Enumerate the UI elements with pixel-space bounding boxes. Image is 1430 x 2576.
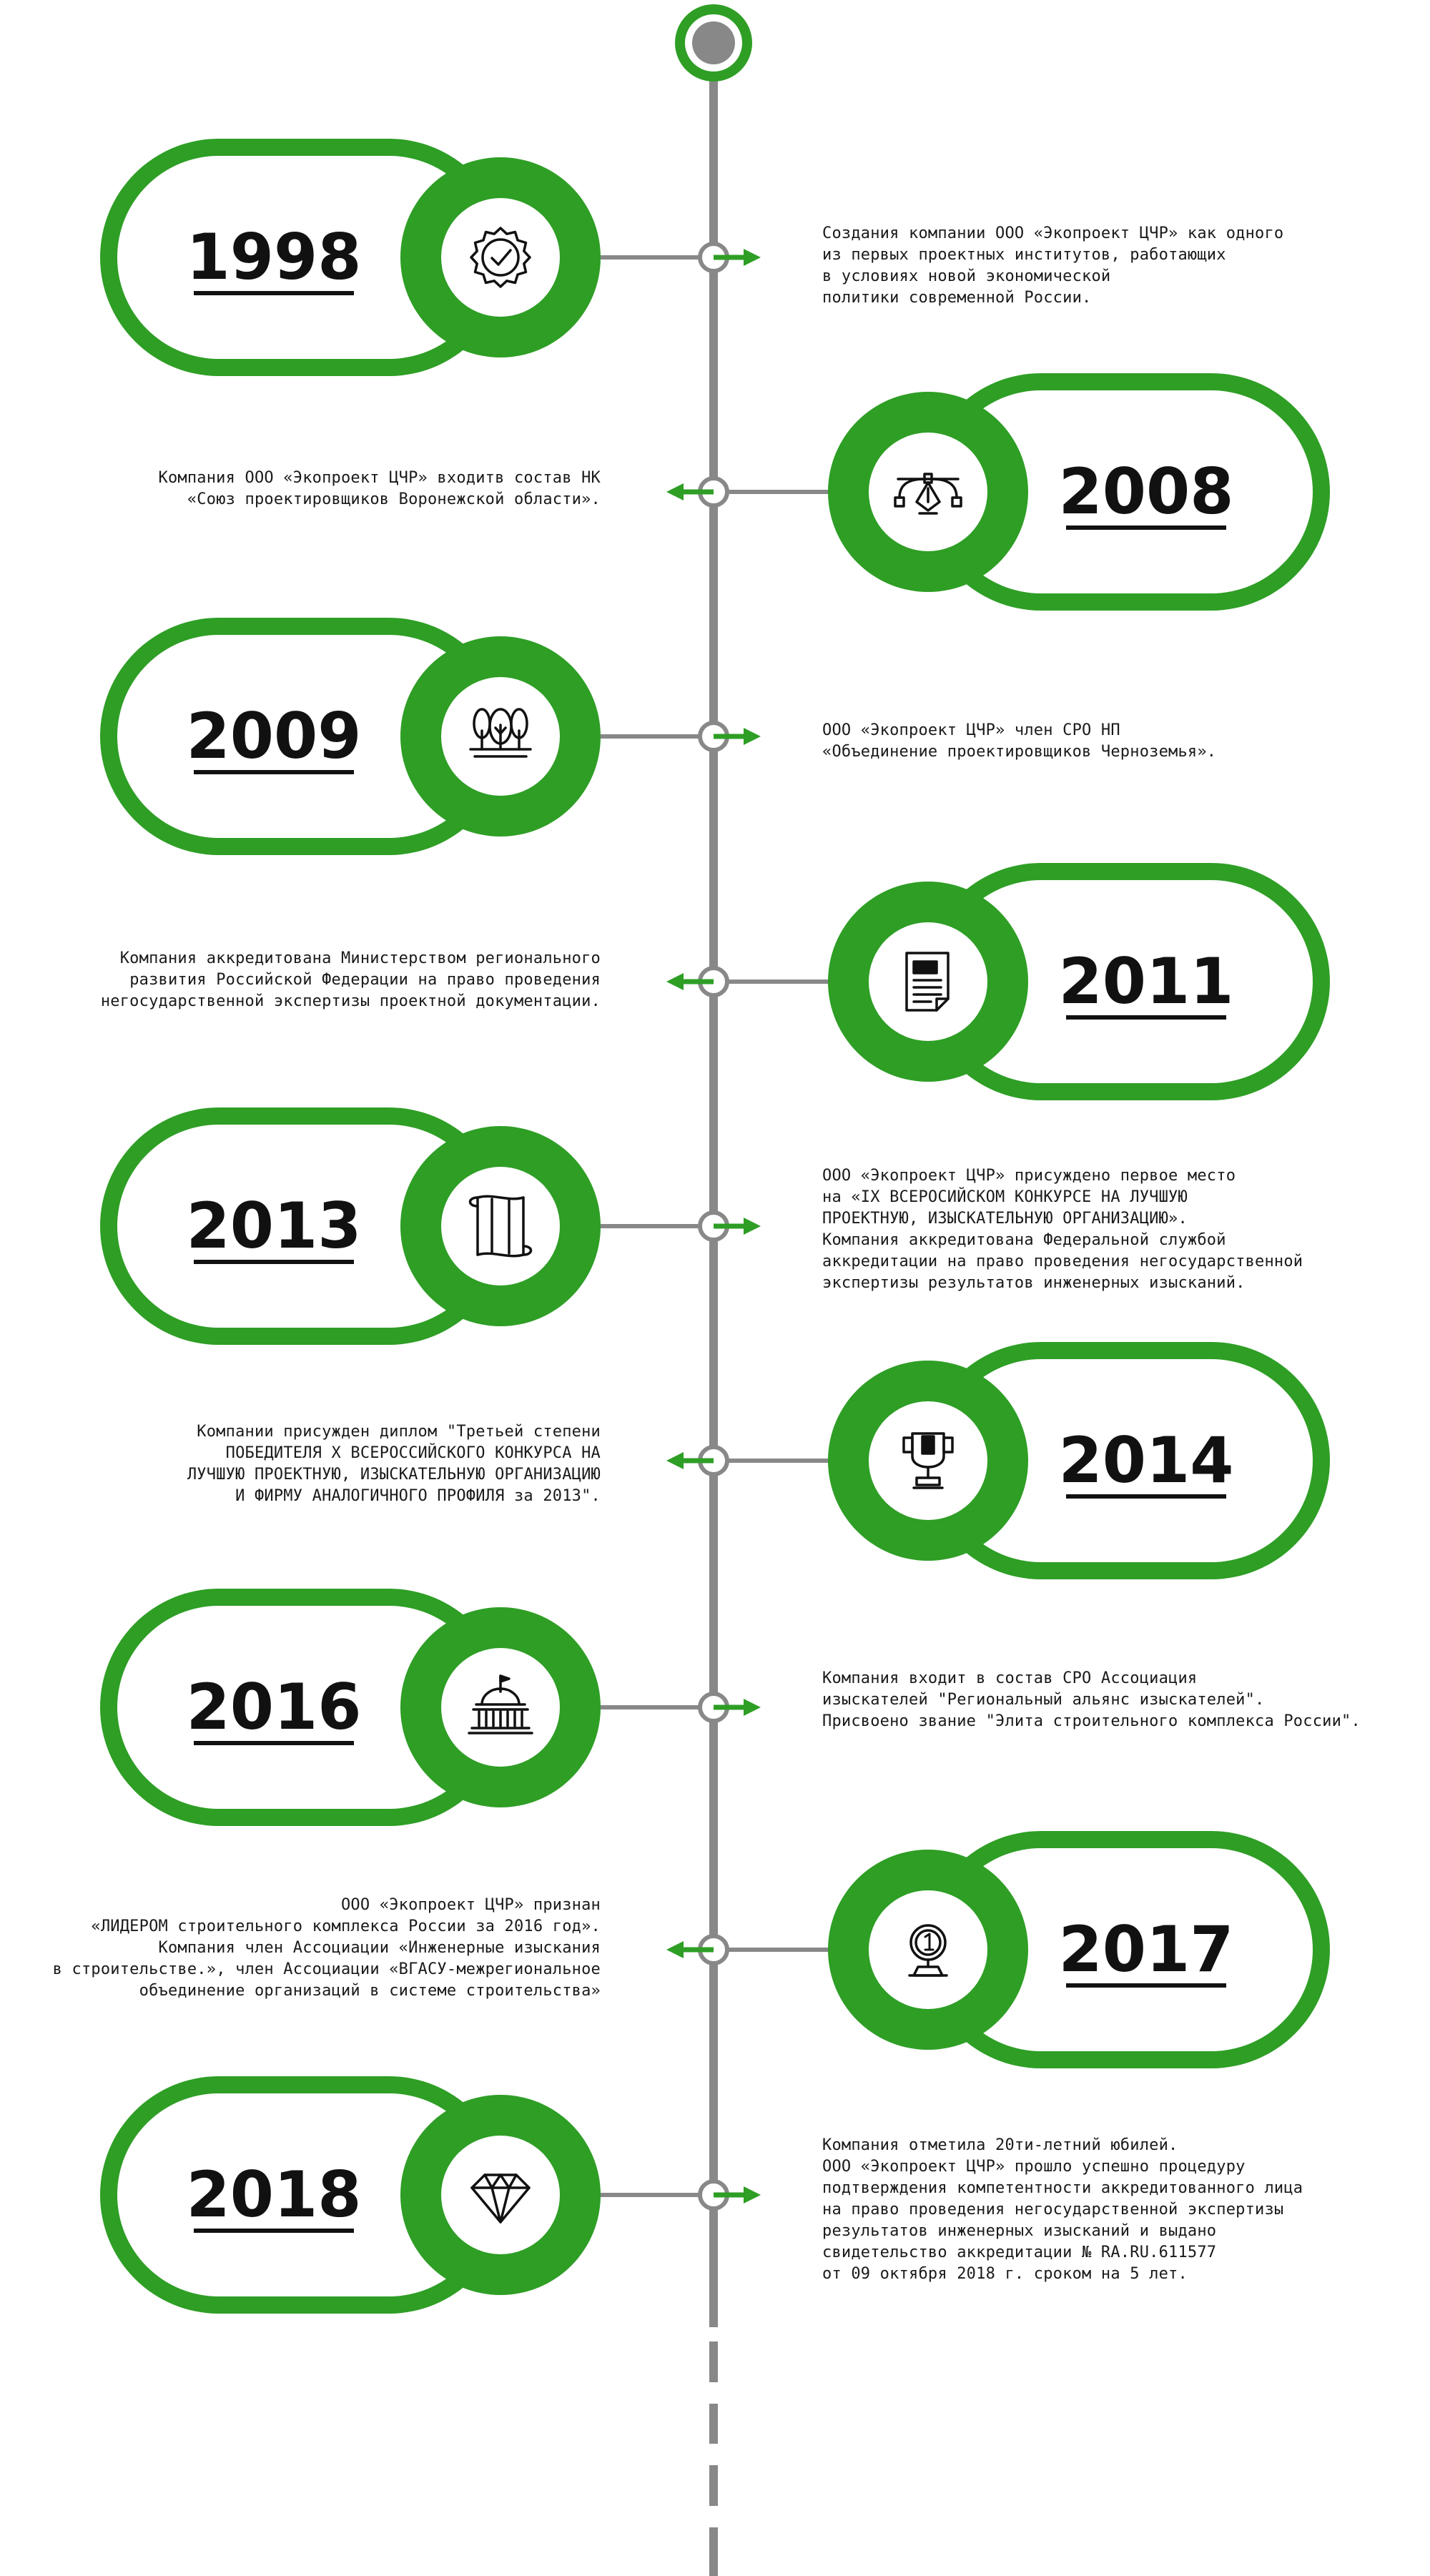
diamond-icon bbox=[470, 2173, 531, 2224]
year-pill-inner bbox=[940, 1359, 1313, 1562]
icon-badge-inner bbox=[441, 1167, 560, 1285]
arrow-left-icon bbox=[666, 483, 684, 500]
arrow-right-icon bbox=[744, 728, 761, 745]
trophy-cup-icon bbox=[902, 1432, 954, 1489]
timeline-event: 2014 bbox=[666, 1342, 1330, 1579]
scroll-map-icon bbox=[468, 1195, 533, 1258]
year-label: 2013 bbox=[187, 1189, 362, 1263]
arrow-right-icon bbox=[744, 1699, 761, 1716]
year-label: 2011 bbox=[1059, 944, 1234, 1018]
timeline-event: 2017 bbox=[666, 1831, 1330, 2068]
arrow-right-icon bbox=[744, 1218, 761, 1235]
event-description: Создания компании ООО «Экопроект ЦЧР» ка… bbox=[822, 224, 1284, 307]
arrow-left-icon bbox=[666, 1941, 684, 1958]
pen-tool-icon bbox=[894, 473, 962, 515]
certificate-badge-icon bbox=[470, 227, 531, 288]
year-pill-inner bbox=[117, 1606, 490, 1809]
event-description: ООО «Экопроект ЦЧР» присуждено первое ме… bbox=[822, 1167, 1303, 1292]
year-label: 2018 bbox=[187, 2158, 362, 2231]
event-description: Компания входит в состав СРО Ассоциация … bbox=[822, 1669, 1361, 1730]
timeline-event: 2016 bbox=[100, 1589, 761, 1826]
arrow-left-icon bbox=[666, 973, 684, 990]
year-label: 2008 bbox=[1059, 455, 1234, 528]
icon-badge-inner bbox=[441, 2136, 560, 2254]
timeline-event: 2011 bbox=[666, 863, 1330, 1100]
arrow-left-icon bbox=[666, 1452, 684, 1469]
icon-badge-inner bbox=[441, 1648, 560, 1767]
icon-badge-inner bbox=[869, 1401, 987, 1520]
year-pill-inner bbox=[117, 1125, 490, 1328]
event-description: Компания отметила 20ти-летний юбилей. ОО… bbox=[822, 2136, 1303, 2283]
event-description: Компания аккредитована Министерством рег… bbox=[100, 949, 601, 1010]
timeline-start-dot bbox=[692, 21, 735, 64]
year-pill-inner bbox=[117, 635, 490, 838]
year-label: 2017 bbox=[1059, 1913, 1234, 1986]
timeline-event: 2009 bbox=[100, 618, 761, 855]
year-pill-inner bbox=[940, 390, 1313, 593]
arrow-right-icon bbox=[744, 2186, 761, 2204]
event-description: ООО «Экопроект ЦЧР» член СРО НП «Объедин… bbox=[822, 721, 1217, 761]
timeline-event: 2013 bbox=[100, 1107, 761, 1345]
document-icon bbox=[905, 952, 950, 1012]
year-pill-inner bbox=[117, 156, 490, 359]
timeline-event: 1998 bbox=[100, 139, 761, 376]
year-label: 2016 bbox=[187, 1670, 362, 1744]
year-label: 2014 bbox=[1059, 1423, 1234, 1497]
timeline-event: 2018 bbox=[100, 2076, 761, 2314]
year-pill-inner bbox=[940, 1848, 1313, 2051]
icon-badge-inner bbox=[869, 922, 987, 1041]
year-label: 1998 bbox=[187, 220, 362, 294]
event-description: Компания ООО «Экопроект ЦЧР» входитв сос… bbox=[158, 469, 601, 508]
timeline-event: 2008 bbox=[666, 373, 1330, 611]
year-pill-inner bbox=[940, 880, 1313, 1083]
first-place-trophy-icon bbox=[908, 1924, 948, 1977]
trees-icon bbox=[469, 708, 532, 758]
year-label: 2009 bbox=[187, 699, 362, 773]
event-description: Компании присужден диплом "Третьей степе… bbox=[187, 1423, 601, 1505]
timeline-events: 1998 2008 2009 2011 2013 2014 2016 2017 2018 bbox=[100, 139, 1330, 2314]
icon-badge-inner bbox=[441, 198, 560, 317]
arrow-right-icon bbox=[744, 249, 761, 266]
event-description: ООО «Экопроект ЦЧР» признан «ЛИДЕРОМ стр… bbox=[52, 1896, 601, 2000]
year-pill-inner bbox=[117, 2093, 490, 2296]
government-building-icon bbox=[468, 1674, 533, 1734]
